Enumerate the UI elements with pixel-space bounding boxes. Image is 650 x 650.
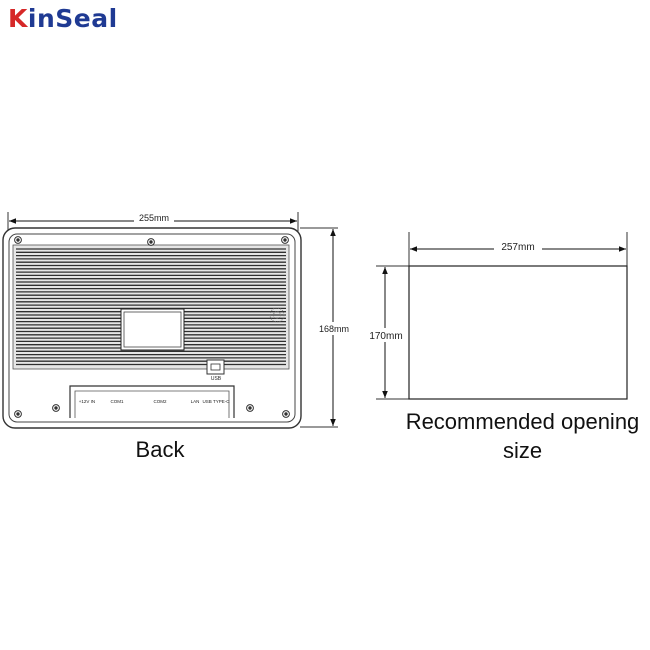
opening-caption: Recommended opening size	[385, 407, 650, 465]
back-caption: Back	[135, 437, 185, 462]
brand-logo-rest: inSeal	[27, 4, 118, 33]
back-panel: 255mm 168mm USB +12V IN COM1 COM2 LAN	[2, 212, 352, 429]
port-label-com2: COM2	[153, 399, 166, 404]
opening-height-label: 170mm	[369, 331, 402, 342]
opening-panel: 257mm 170mm	[366, 232, 628, 400]
port-label-com1: COM1	[110, 399, 123, 404]
brand-logo-k: K	[8, 4, 28, 33]
port-label-power: +12V IN	[79, 399, 95, 404]
usb-label: USB	[211, 376, 222, 382]
opening-caption-line1: Recommended opening	[405, 409, 640, 434]
opening-width-label: 257mm	[501, 242, 534, 253]
usb-port	[206, 359, 225, 375]
io-recess	[69, 385, 235, 418]
back-height-label: 168mm	[319, 324, 349, 334]
port-label-lan: LAN	[191, 399, 200, 404]
opening-cutout	[408, 265, 628, 400]
back-width-label: 255mm	[139, 213, 169, 223]
opening-caption-line2: size	[502, 438, 543, 463]
brand-logo: KinSeal	[8, 4, 118, 33]
speaker-grill	[269, 307, 285, 323]
label-window	[120, 308, 185, 351]
port-label-usb-typec: USB TYPE-C	[203, 399, 231, 404]
